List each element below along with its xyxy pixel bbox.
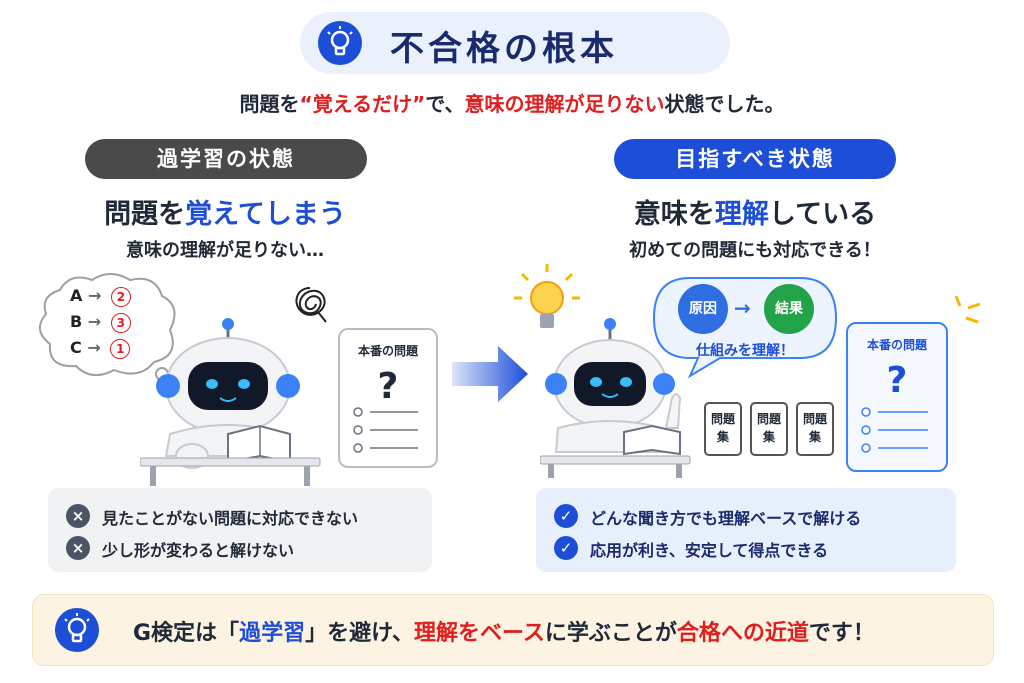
right-heading-part: している bbox=[768, 199, 877, 230]
workbook: 問題 集 bbox=[704, 402, 742, 456]
arrow-right-icon: → bbox=[87, 312, 102, 331]
subtitle-part: 状態でした。 bbox=[664, 92, 785, 116]
arrow-right-icon: → bbox=[734, 296, 751, 320]
conclusion-text: G検定は「過学習」を避け、理解をベースに学ぶことが合格への近道です！ bbox=[133, 615, 875, 647]
workbook-label: 集 bbox=[716, 430, 729, 444]
conclusion-part: 」を避け、 bbox=[305, 621, 414, 646]
conclusion-highlight: 過学習 bbox=[239, 621, 306, 646]
arrow-right-icon: → bbox=[87, 338, 101, 357]
check-circle-icon: ✓ bbox=[554, 536, 578, 560]
conclusion-part: に学ぶことが bbox=[544, 621, 677, 646]
thought-row: B → 3 bbox=[70, 312, 131, 333]
subtitle: 問題を“覚えるだけ”で、意味の理解が足りない状態でした。 bbox=[0, 88, 1024, 117]
conclusion-highlight: 合格への近道 bbox=[676, 621, 809, 646]
workbook-label: 問題 bbox=[756, 412, 781, 426]
lightbulb-icon bbox=[55, 608, 99, 652]
thought-letter: A bbox=[70, 286, 83, 305]
checklist-lines bbox=[353, 407, 418, 453]
right-badge: 目指すべき状態 bbox=[614, 139, 896, 179]
arrow-right-icon: → bbox=[87, 286, 102, 305]
cause-node: 原因 bbox=[678, 284, 728, 334]
checklist-lines bbox=[861, 407, 928, 453]
right-point: 応用が利き、安定して得点できる bbox=[590, 541, 829, 560]
question-mark: ? bbox=[886, 360, 908, 401]
thought-letter: C bbox=[70, 338, 82, 357]
question-mark: ? bbox=[377, 366, 399, 407]
workbook-label: 問題 bbox=[802, 412, 827, 426]
workbook-label: 集 bbox=[762, 430, 775, 444]
exam-paper: 本番の問題 ? bbox=[846, 322, 948, 472]
paper-title: 本番の問題 bbox=[357, 344, 418, 358]
left-badge: 過学習の状態 bbox=[85, 139, 367, 179]
left-point: 少し形が変わると解けない bbox=[102, 541, 295, 560]
conclusion-part: G検定は「 bbox=[133, 621, 240, 646]
right-heading-highlight: 理解 bbox=[714, 199, 769, 230]
answer-circle: 1 bbox=[110, 338, 131, 359]
left-heading-highlight: 覚えてしまう bbox=[185, 199, 346, 230]
thought-row: A → 2 bbox=[70, 286, 131, 307]
conclusion-highlight: 理解をベース bbox=[413, 621, 545, 646]
subtitle-highlight: “覚えるだけ” bbox=[299, 92, 426, 116]
subtitle-part: で、 bbox=[425, 92, 465, 116]
paper-title: 本番の問題 bbox=[866, 338, 927, 352]
answer-circle: 3 bbox=[110, 312, 131, 333]
workbook-label: 問題 bbox=[710, 412, 735, 426]
page-title: 不合格の根本 bbox=[390, 29, 618, 69]
answer-circle: 2 bbox=[110, 286, 131, 307]
thought-letter: B bbox=[70, 312, 83, 331]
right-points-box: ✓ どんな聞き方でも理解ベースで解ける ✓ 応用が利き、安定して得点できる bbox=[536, 488, 956, 572]
left-points-box: × 見たことがない問題に対応できない × 少し形が変わると解けない bbox=[48, 488, 432, 572]
workbook: 問題 集 bbox=[750, 402, 788, 456]
title-pill: 不合格の根本 bbox=[300, 12, 730, 74]
thought-row: C → 1 bbox=[70, 338, 131, 359]
right-heading-part: 意味を bbox=[633, 199, 715, 230]
x-circle-icon: × bbox=[66, 504, 90, 528]
x-circle-icon: × bbox=[66, 536, 90, 560]
left-point: 見たことがない問題に対応できない bbox=[102, 509, 359, 528]
arrow-right-icon bbox=[452, 344, 532, 408]
robot-icon bbox=[539, 318, 710, 482]
effect-node: 結果 bbox=[764, 284, 814, 334]
scribble-icon bbox=[288, 282, 334, 330]
lightbulb-icon bbox=[512, 262, 582, 342]
bubble-caption: 仕組みを理解！ bbox=[696, 343, 794, 359]
exam-paper: 本番の問題 ? bbox=[338, 328, 438, 468]
workbook: 問題 集 bbox=[796, 402, 834, 456]
conclusion-part: です！ bbox=[808, 621, 875, 646]
right-heading: 意味を理解している bbox=[560, 192, 950, 231]
right-sub: 初めての問題にも対応できる！ bbox=[629, 240, 881, 261]
conclusion-bar: G検定は「過学習」を避け、理解をベースに学ぶことが合格への近道です！ bbox=[32, 594, 994, 666]
subtitle-highlight: 意味の理解が足りない bbox=[464, 92, 665, 116]
left-sub: 意味の理解が足りない… bbox=[126, 240, 324, 261]
check-circle-icon: ✓ bbox=[554, 504, 578, 528]
workbook-label: 集 bbox=[808, 430, 821, 444]
left-heading-part: 問題を bbox=[104, 199, 186, 230]
sparkle-icon bbox=[948, 292, 988, 336]
subtitle-part: 問題を bbox=[239, 92, 300, 116]
robot-icon bbox=[139, 316, 330, 490]
left-heading: 問題を覚えてしまう bbox=[40, 192, 410, 231]
lightbulb-icon bbox=[318, 21, 362, 65]
speech-bubble: 原因 → 結果 仕組みを理解！ bbox=[650, 272, 840, 379]
right-point: どんな聞き方でも理解ベースで解ける bbox=[590, 509, 862, 528]
